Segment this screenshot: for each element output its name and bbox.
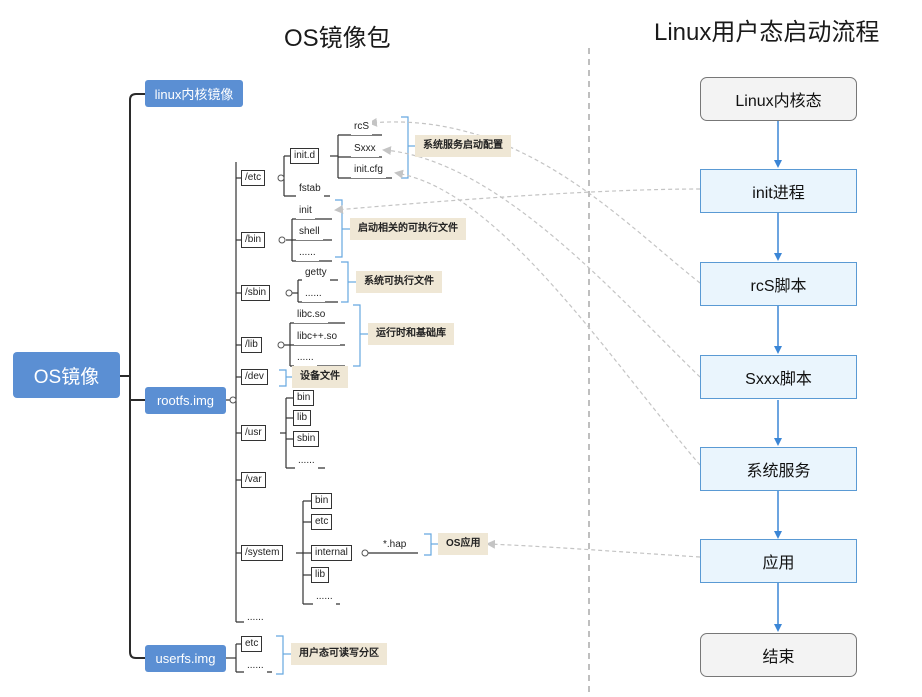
file-init[interactable]: init xyxy=(296,203,315,219)
flow-step-services[interactable]: 系统服务 xyxy=(700,447,857,491)
label-runtime-lib: 运行时和基础库 xyxy=(368,323,454,345)
userfs-more: ...... xyxy=(244,658,267,674)
label-os-app: OS应用 xyxy=(438,533,489,555)
dir-var[interactable]: /var xyxy=(241,472,266,488)
flow-step-kernel[interactable]: Linux内核态 xyxy=(700,77,857,121)
dir-usr[interactable]: /usr xyxy=(241,425,266,441)
file-shell[interactable]: shell xyxy=(296,224,323,240)
rootfs-image[interactable]: rootfs.img xyxy=(145,387,226,414)
flow-step-app[interactable]: 应用 xyxy=(700,539,857,583)
system-more: ...... xyxy=(313,589,336,605)
system-bin[interactable]: bin xyxy=(311,493,333,509)
right-title: Linux用户态启动流程 xyxy=(654,19,880,46)
flow-step-sxxx[interactable]: Sxxx脚本 xyxy=(700,355,857,399)
sbin-more: ...... xyxy=(302,286,325,302)
flow-step-end[interactable]: 结束 xyxy=(700,633,857,677)
group-brackets xyxy=(276,116,438,675)
file-libcpp[interactable]: libc++.so xyxy=(294,329,341,345)
label-boot-exec: 启动相关的可执行文件 xyxy=(350,218,466,240)
usr-lib[interactable]: lib xyxy=(293,410,312,426)
file-initcfg[interactable]: init.cfg xyxy=(351,162,386,178)
system-lib[interactable]: lib xyxy=(311,567,330,583)
dir-bin[interactable]: /bin xyxy=(241,232,266,248)
dir-initd[interactable]: init.d xyxy=(290,148,320,164)
label-service-config: 系统服务启动配置 xyxy=(415,135,511,157)
file-hap[interactable]: *.hap xyxy=(383,539,407,550)
os-image-root[interactable]: OS镜像 xyxy=(13,352,120,398)
reference-curves xyxy=(334,117,701,558)
dir-sbin[interactable]: /sbin xyxy=(241,285,271,301)
file-fstab[interactable]: fstab xyxy=(296,181,324,197)
connector-circles xyxy=(229,174,369,557)
usr-bin[interactable]: bin xyxy=(293,390,315,406)
file-libc[interactable]: libc.so xyxy=(294,307,329,323)
file-getty[interactable]: getty xyxy=(302,265,330,281)
flow-step-init[interactable]: init进程 xyxy=(700,169,857,213)
userfs-image[interactable]: userfs.img xyxy=(145,645,226,672)
left-title: OS镜像包 xyxy=(284,25,391,52)
dir-lib[interactable]: /lib xyxy=(241,337,262,353)
label-device-files: 设备文件 xyxy=(292,366,348,388)
dir-etc[interactable]: /etc xyxy=(241,170,266,186)
label-user-partition: 用户态可读写分区 xyxy=(291,643,387,665)
root-tree-lines xyxy=(120,93,145,659)
lib-more: ...... xyxy=(294,350,317,366)
userfs-etc[interactable]: etc xyxy=(241,636,263,652)
dir-dev[interactable]: /dev xyxy=(241,369,268,385)
dir-system[interactable]: /system xyxy=(241,545,284,561)
linux-kernel-image[interactable]: linux内核镜像 xyxy=(145,80,243,107)
usr-more: ...... xyxy=(295,453,318,469)
system-internal[interactable]: internal xyxy=(311,545,352,561)
usr-sbin[interactable]: sbin xyxy=(293,431,320,447)
bin-more: ...... xyxy=(296,245,319,261)
file-rcs[interactable]: rcS xyxy=(351,119,372,135)
label-system-exec: 系统可执行文件 xyxy=(356,271,442,293)
file-sxxx[interactable]: Sxxx xyxy=(351,141,379,157)
flow-step-rcs[interactable]: rcS脚本 xyxy=(700,262,857,306)
system-etc[interactable]: etc xyxy=(311,514,333,530)
dir-more: ...... xyxy=(244,610,267,626)
